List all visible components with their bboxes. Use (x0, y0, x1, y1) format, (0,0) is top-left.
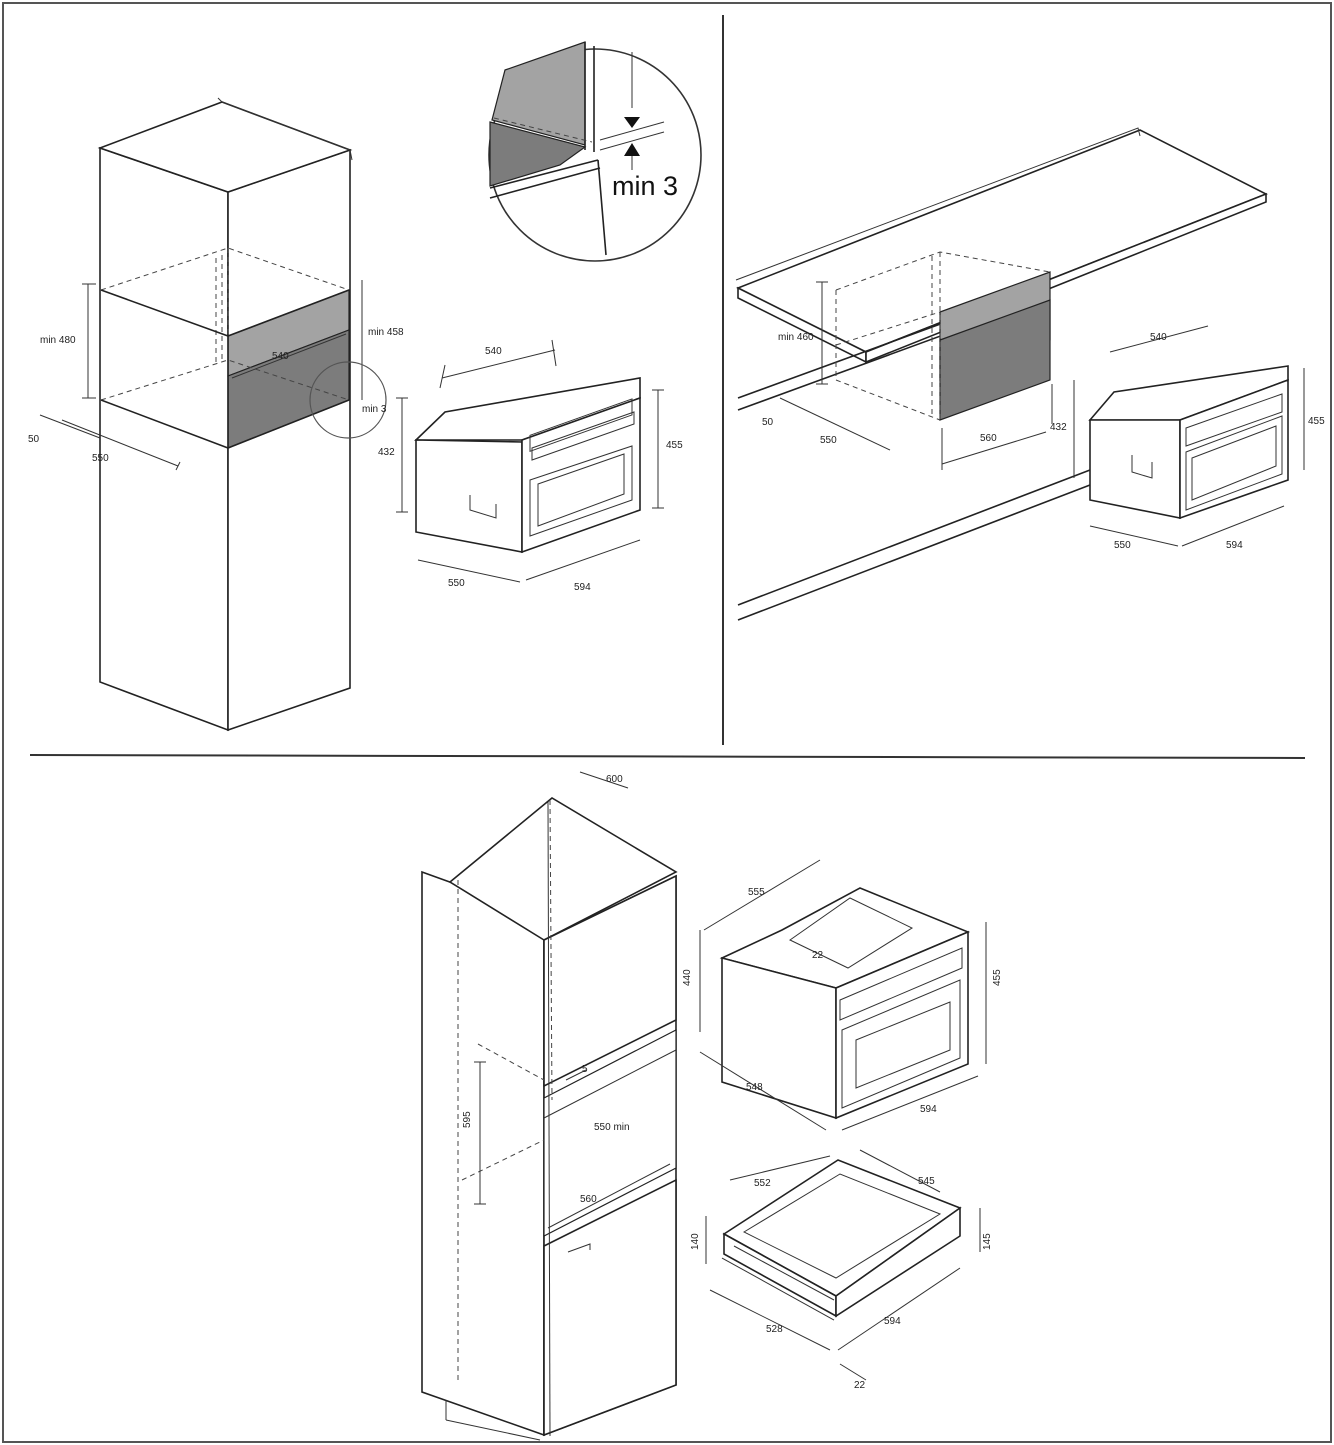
label-552: 552 (754, 1178, 771, 1189)
label-min-480: min 480 (40, 335, 76, 346)
label-455-oven: 455 (666, 440, 683, 451)
label-50-under: 50 (762, 417, 774, 428)
label-540-opening: 540 (272, 351, 289, 362)
label-594-drawer: 594 (884, 1316, 901, 1327)
label-594-oven2: 594 (1226, 540, 1243, 551)
stack-column-cabinet (421, 771, 678, 1441)
label-455-stack: 455 (992, 969, 1003, 986)
label-555: 555 (748, 887, 765, 898)
label-432-oven: 432 (378, 447, 395, 458)
label-440: 440 (682, 969, 693, 986)
label-550-oven2: 550 (1114, 540, 1131, 551)
label-140: 140 (690, 1233, 701, 1250)
label-min-458: min 458 (368, 327, 404, 338)
label-22-oven: 22 (812, 950, 824, 961)
label-550-under: 550 (820, 435, 837, 446)
label-595: 595 (462, 1111, 473, 1128)
compact-oven-appliance (699, 859, 987, 1131)
under-counter-cabinet (735, 127, 1268, 621)
label-540-oven: 540 (485, 346, 502, 357)
label-145: 145 (982, 1233, 993, 1250)
tall-cabinet (39, 97, 387, 732)
label-560-stack: 560 (580, 1194, 597, 1205)
label-550-min: 550 min (594, 1122, 630, 1133)
gap-detail-zoom (488, 41, 702, 262)
label-5-side: 5 (582, 1064, 588, 1075)
label-528: 528 (766, 1324, 783, 1335)
label-560-under: 560 (980, 433, 997, 444)
label-548: 548 (746, 1082, 763, 1093)
label-540-oven2: 540 (1150, 332, 1167, 343)
label-600-top: 600 (606, 774, 623, 785)
label-550-depth: 550 (92, 453, 109, 464)
label-545: 545 (918, 1176, 935, 1187)
label-455-oven2: 455 (1308, 416, 1325, 427)
oven-appliance-2 (1073, 325, 1305, 547)
label-432-under: 432 (1050, 422, 1067, 433)
label-22-drawer: 22 (854, 1380, 866, 1391)
oven-appliance-1 (396, 339, 664, 583)
label-min-3-small: min 3 (362, 404, 387, 415)
label-min-3-zoom: min 3 (612, 171, 678, 201)
label-min-460: min 460 (778, 332, 814, 343)
label-550-oven: 550 (448, 578, 465, 589)
label-594-stack: 594 (920, 1104, 937, 1115)
label-50: 50 (28, 434, 40, 445)
label-594-oven: 594 (574, 582, 591, 593)
warming-drawer-appliance (705, 1149, 981, 1381)
